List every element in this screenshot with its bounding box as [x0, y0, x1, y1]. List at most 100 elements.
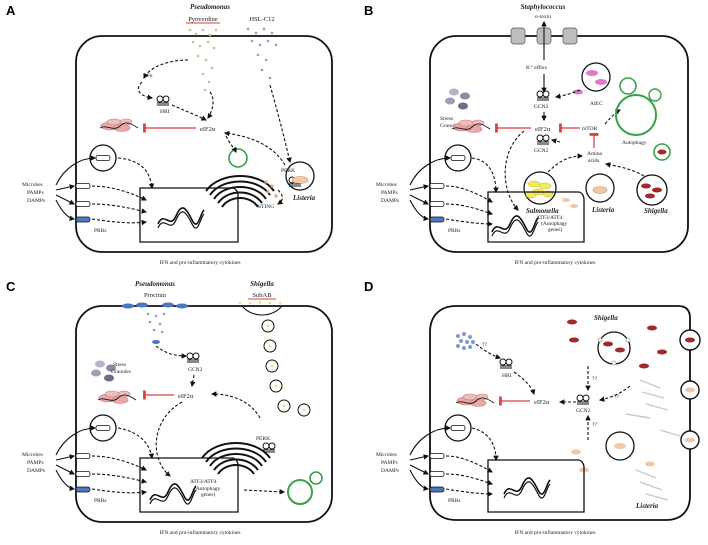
- salmonella-released: [562, 198, 578, 208]
- pseudomonas-bacteria-c: [122, 302, 188, 309]
- panel-d: D ?? HRI eIF2α GCN2 ?? ??: [364, 279, 701, 536]
- amino-label: Amino: [587, 151, 603, 157]
- perk-kinase-icon-c: [262, 442, 276, 453]
- listeria-bacterium-a: [291, 176, 309, 184]
- vacuole-membrane-dots: [597, 337, 631, 366]
- procinin-vesicle: [152, 340, 160, 344]
- fe-label-a: Fe: [147, 73, 153, 79]
- acids-label: acids: [588, 158, 599, 164]
- perk-label-a: PERK: [281, 168, 295, 174]
- shigella-vacuole-d: [597, 331, 631, 365]
- autophagy-genes-label-c-1: (Autophagy: [194, 485, 221, 492]
- damps-label-a: DAMPs: [27, 198, 45, 204]
- shigella-bacteria-d: [567, 319, 667, 369]
- subab-particles: [238, 300, 282, 305]
- gcn2-eif2a-arrow-c: [190, 374, 196, 388]
- perk-eif2a-arrow-a: [223, 130, 286, 166]
- autophagy-genes-label-c-2: genes): [201, 491, 216, 498]
- autophagy-label: Autophagy: [622, 140, 647, 146]
- ribosome-icon-b: [451, 119, 491, 133]
- hri-kinase-icon-d: [499, 358, 513, 369]
- ribosome-icon-a: [99, 118, 139, 132]
- receptors-c: [55, 414, 155, 496]
- er-stack-a: [205, 175, 275, 208]
- eif2a-atf4-arrow-c: [155, 401, 183, 477]
- damps-label-d: DAMPs: [381, 468, 399, 474]
- autophagy-genes-label-b-2: genes): [548, 226, 563, 233]
- green-vesicle-a: [228, 148, 248, 168]
- hsl-perk-arrow: [269, 84, 292, 164]
- hsl-c12-label: HSL-C12: [249, 16, 274, 23]
- gcn2-kinase-icon-b-top: [536, 90, 550, 101]
- aiec-bacterium-2: [595, 79, 607, 85]
- atf4-autophagy-arrow: [243, 489, 286, 495]
- perk-eif2a-arrow-c: [210, 391, 261, 419]
- microbes-label-c: Microbes: [22, 452, 43, 458]
- particles-hri-arrow: [475, 343, 502, 360]
- aiec-bacterium-1: [586, 70, 598, 76]
- mtor-autophagy-arrow: [604, 109, 621, 125]
- eif2a-vesicle-arrow: [225, 135, 237, 153]
- stress-granules-b: [445, 88, 470, 110]
- shigella-in-autophagosome: [657, 149, 667, 155]
- panel-a: A Pseudomonas Pyoverdine HSL-C12 Fe HRI …: [6, 3, 333, 266]
- right-gcn2-arrow: [598, 385, 631, 402]
- procinin-particles: [146, 312, 166, 334]
- shigella-bacteria-b: [641, 183, 662, 199]
- ifn-label-b: IFN and pro-inflammatory cytokines: [514, 259, 595, 266]
- receptors-d: [409, 414, 499, 497]
- prrs-label-c: PRRs: [94, 498, 107, 504]
- ifn-label-c: IFN and pro-inflammatory cytokines: [159, 529, 240, 536]
- eif2a-label-a: eIF2α: [200, 126, 216, 133]
- ifn-label-a: IFN and pro-inflammatory cytokines: [159, 259, 240, 266]
- pamps-label-a: PAMPs: [27, 190, 44, 196]
- autophagosome-shigella: [653, 143, 671, 161]
- perk-label-c: PERK: [256, 436, 270, 442]
- sting-label-a: STING: [258, 204, 274, 210]
- subab-invagination: [241, 305, 283, 316]
- nucleus-d: [487, 459, 585, 513]
- cell-outline-c: [75, 305, 333, 523]
- question-label-3: ??: [592, 422, 597, 428]
- staphylococcus-label: Staphylococcus: [521, 3, 566, 11]
- panel-b: B Staphylococcus α-toxin K⁺ efflux GCN2 …: [364, 3, 689, 266]
- autophagosome-small-2: [648, 88, 662, 102]
- panel-letter-b: B: [364, 3, 373, 18]
- panel-c: C Pseudomonas Procinin Shigella SubAB: [6, 279, 333, 536]
- salmonella-vacuole: [523, 171, 557, 205]
- alpha-toxin-pores: [510, 20, 578, 60]
- procinin-gcn2-arrow: [155, 345, 188, 359]
- aiec-gcn2-arrow: [554, 89, 581, 99]
- stress-label-c: Stress: [113, 362, 126, 368]
- ribosome-icon-c: [97, 390, 137, 404]
- panel-letter-d: D: [364, 279, 373, 294]
- pyoverdine-particles: [188, 28, 218, 92]
- question-label-4: ??: [614, 394, 619, 400]
- question-label-1: ??: [482, 342, 487, 348]
- damps-label-b: DAMPs: [381, 198, 399, 204]
- panel-letter-c: C: [6, 279, 16, 294]
- ifn-label-d: IFN and pro-inflammatory cytokines: [514, 529, 595, 536]
- mtor-label: mTOR: [582, 126, 598, 132]
- autophagosome-small-1: [619, 77, 637, 95]
- pamps-label-b: PAMPs: [381, 190, 398, 196]
- dna-icon-d: [503, 477, 551, 499]
- hri-label-d: HRI: [502, 373, 512, 379]
- alpha-toxin-label: α-toxin: [535, 14, 551, 20]
- gcn2-kinase-icon-d: [576, 394, 590, 405]
- prrs-label-a: PRRs: [94, 228, 107, 234]
- receptors-a: [55, 144, 155, 226]
- autophagosome-large: [615, 94, 657, 136]
- hri-kinase-icon: [156, 95, 170, 106]
- microbes-label-b: Microbes: [376, 182, 397, 188]
- shigella-amino-arrow: [604, 162, 645, 177]
- hri-eif2a-arrow-d: [513, 371, 536, 396]
- listeria-label-a: Listeria: [292, 194, 316, 202]
- dna-icon-c: [149, 483, 197, 505]
- stress-label-b: Stress: [440, 116, 453, 122]
- listeria-vacuole-d: [605, 431, 635, 461]
- cell-outline-b: [429, 35, 689, 253]
- salmonella-amino-arrow: [547, 153, 584, 173]
- salmonella-label: Salmonella: [526, 207, 559, 215]
